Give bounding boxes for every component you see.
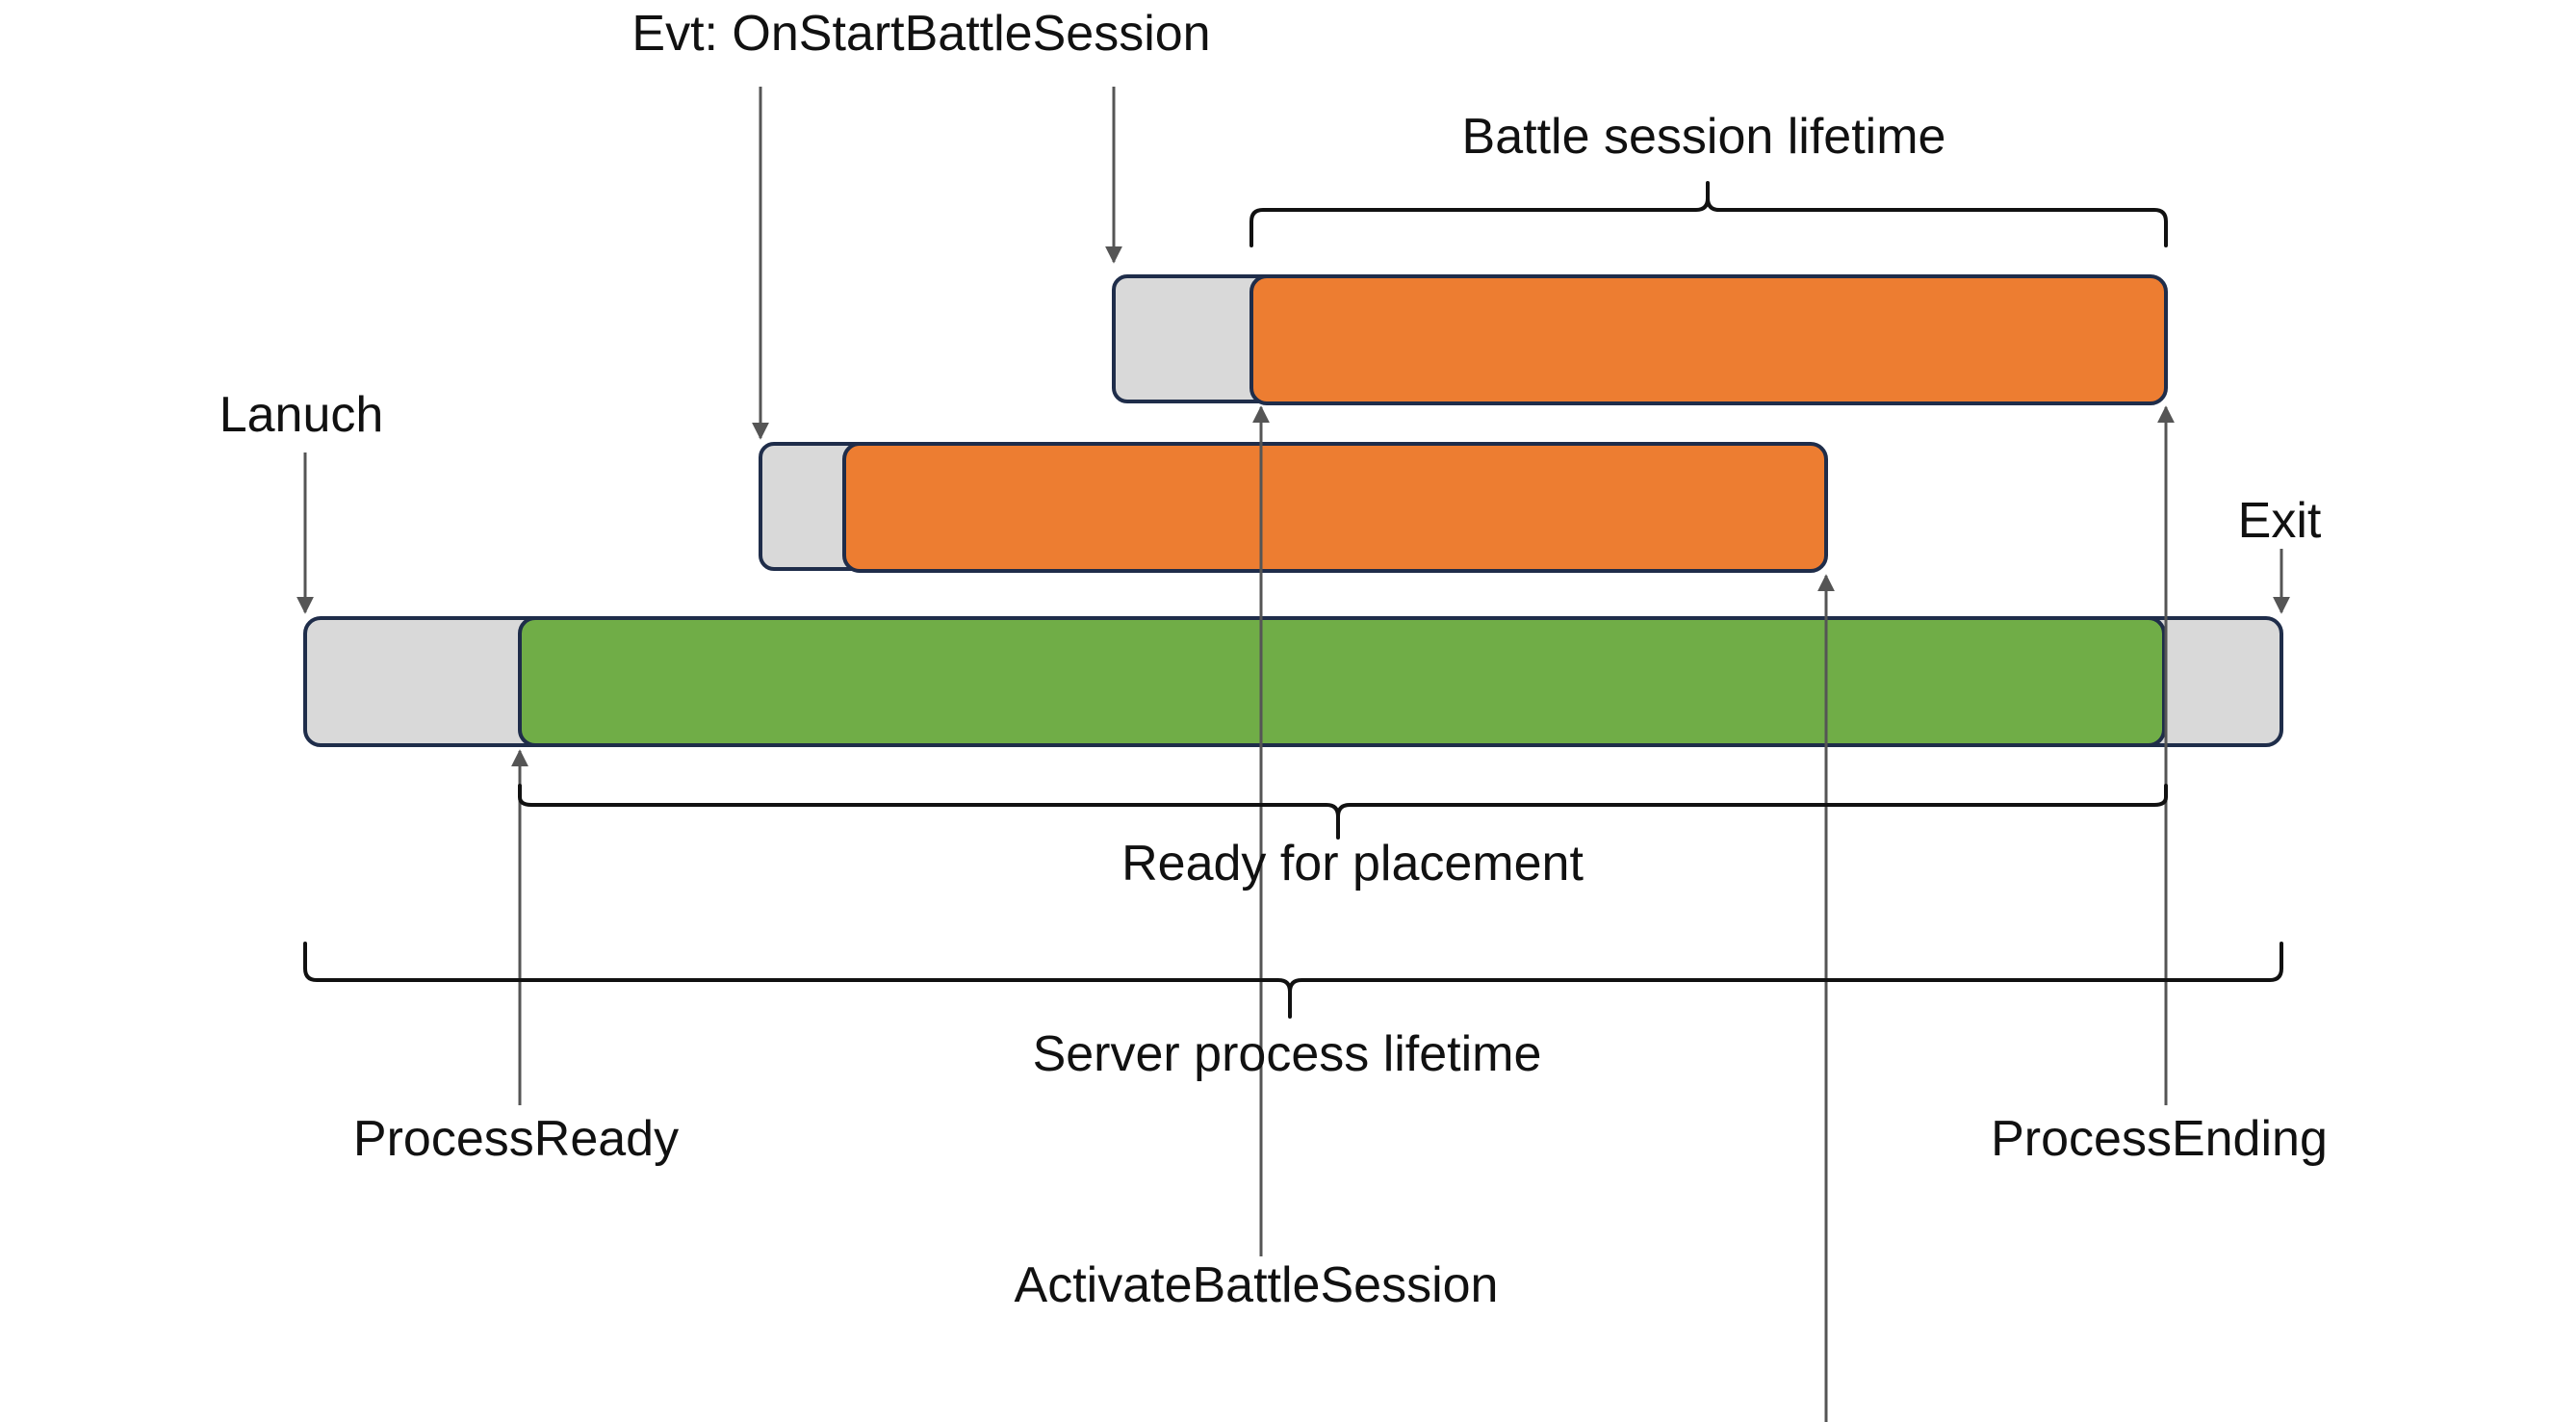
battle-session-bar-1 xyxy=(759,442,1828,573)
battle-session-1-active-segment xyxy=(842,442,1828,573)
evt-on-start-label: Evt: OnStartBattleSession xyxy=(631,6,1210,62)
battle-session-2-active-segment xyxy=(1249,274,2168,405)
arrows xyxy=(296,87,2290,1422)
activate-battle-session-label: ActivateBattleSession xyxy=(1015,1257,1499,1313)
process-ready-label: ProcessReady xyxy=(353,1111,679,1167)
launch-label: Lanuch xyxy=(219,387,384,443)
battle-session-bar-2 xyxy=(1112,274,2168,405)
server-process-lifetime-bracket xyxy=(303,942,2283,1019)
server-process-lifetime-label: Server process lifetime xyxy=(1033,1026,1542,1082)
labels: Evt: OnStartBattleSession Battle session… xyxy=(219,6,2328,1313)
exit-label: Exit xyxy=(2238,493,2322,549)
server-process-bar xyxy=(303,616,2283,747)
ready-for-placement-label: Ready for placement xyxy=(1121,836,1584,892)
battle-session-lifetime-label: Battle session lifetime xyxy=(1462,109,1946,165)
process-ending-label: ProcessEnding xyxy=(1991,1111,2328,1167)
battle-session-lifetime-bracket xyxy=(1249,181,2168,247)
server-process-active-segment xyxy=(518,616,2166,747)
brackets xyxy=(303,181,2283,1019)
ready-for-placement-bracket xyxy=(518,784,2168,840)
